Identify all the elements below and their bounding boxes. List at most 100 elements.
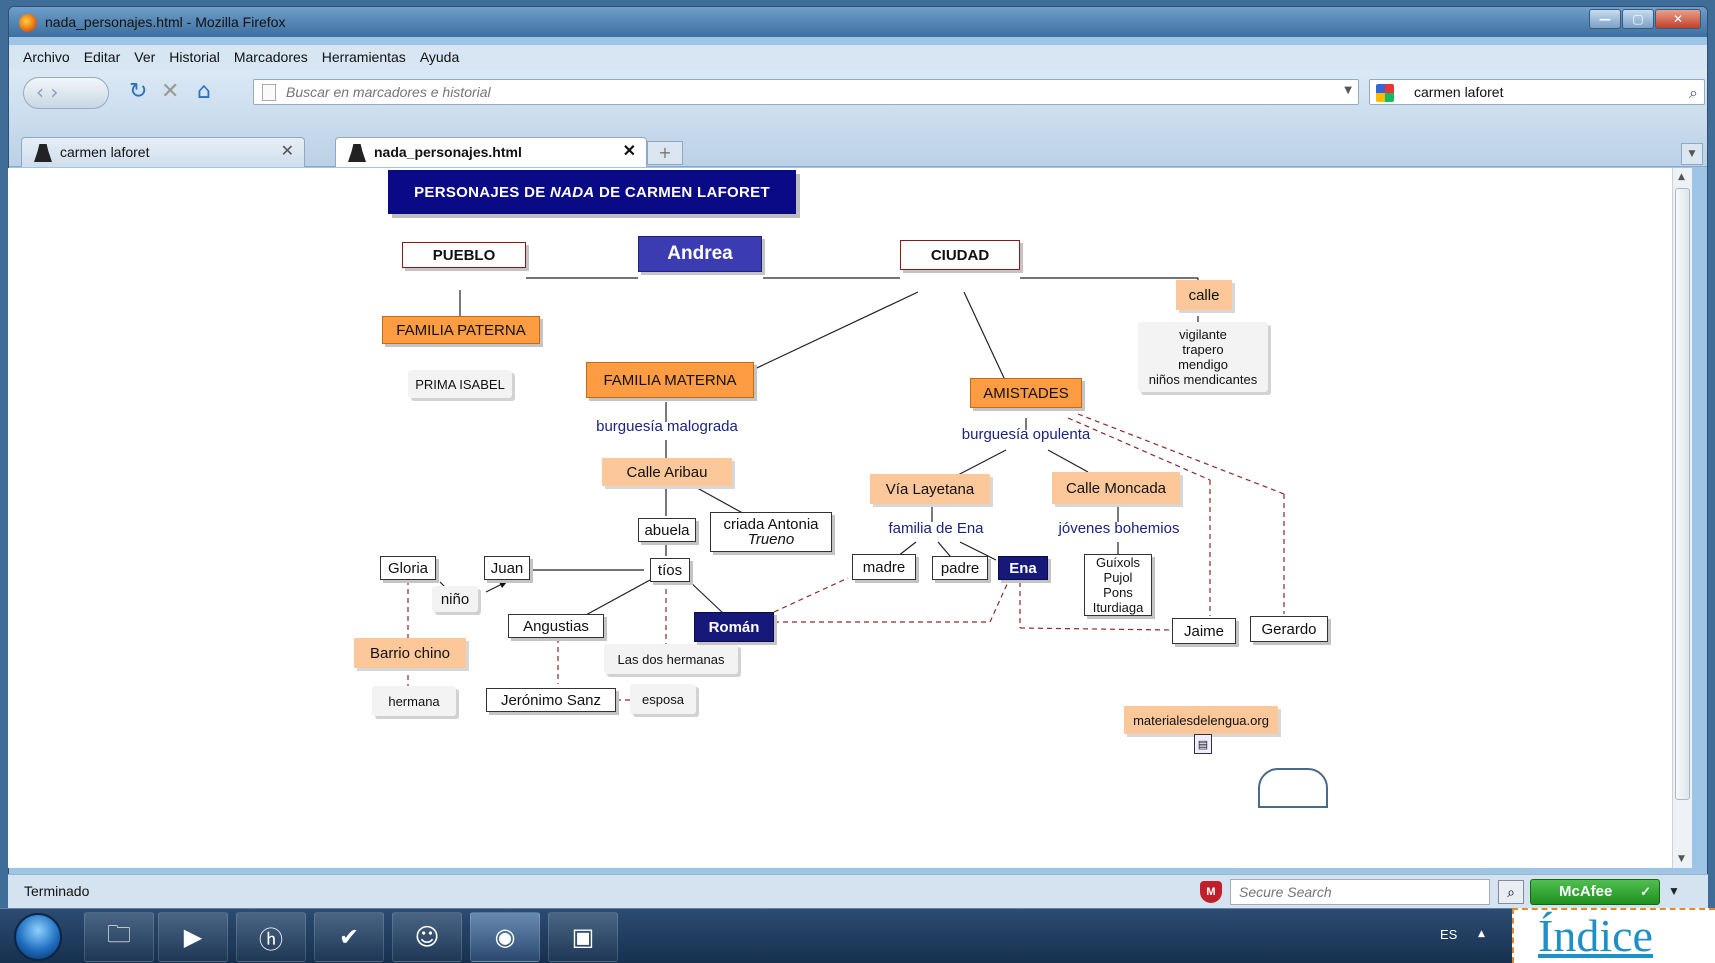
scroll-up-icon[interactable]: ▲ — [1678, 172, 1685, 182]
menu-herramientas[interactable]: Herramientas — [321, 49, 406, 65]
taskbar-hp-icon[interactable]: ⓗ — [236, 912, 306, 962]
node-criada: criada Antonia Trueno — [710, 512, 832, 552]
taskbar-media-player-icon[interactable]: ▶ — [158, 912, 228, 962]
node-familia-materna: FAMILIA MATERNA — [586, 362, 754, 398]
node-barrio-chino: Barrio chino — [354, 638, 466, 668]
url-bar[interactable]: ▼ — [253, 79, 1359, 105]
node-gloria: Gloria — [380, 556, 436, 580]
menu-marcadores[interactable]: Marcadores — [233, 49, 308, 65]
google-icon[interactable] — [1376, 84, 1394, 102]
connector-lines — [407, 277, 1285, 701]
node-calle-aribau: Calle Aribau — [602, 458, 732, 486]
taskbar-powerpoint-icon[interactable]: ▣ — [548, 912, 618, 962]
node-burguesia-opulenta: burguesía opulenta — [961, 425, 1091, 443]
taskbar: 🗀 ▶ ⓗ ✔ ☺ ◉ ▣ ES ▲ — [0, 908, 1715, 963]
reload-icon[interactable]: ↻ — [129, 79, 148, 104]
tab-label: carmen laforet — [60, 144, 150, 160]
tray-language[interactable]: ES — [1440, 927, 1458, 942]
taskbar-users-icon[interactable]: ☺ — [392, 912, 462, 962]
map-title-part2: DE CARMEN LAFORET — [598, 183, 770, 201]
calle-item: niños mendicantes — [1148, 372, 1258, 387]
node-gerardo: Gerardo — [1250, 616, 1328, 642]
menu-historial[interactable]: Historial — [169, 49, 220, 65]
start-button[interactable] — [14, 913, 62, 961]
stop-icon[interactable]: ✕ — [161, 79, 180, 104]
tab-carmen-laforet[interactable]: carmen laforet ✕ — [21, 137, 305, 167]
criada-name: Trueno — [747, 531, 795, 548]
node-madre: madre — [852, 554, 916, 580]
tab-close-icon[interactable]: ✕ — [622, 143, 636, 160]
url-input[interactable] — [254, 80, 1358, 104]
node-via-layetana: Vía Layetana — [870, 474, 990, 504]
taskbar-explorer-icon[interactable]: 🗀 — [84, 912, 154, 962]
calle-item: vigilante — [1179, 327, 1227, 342]
concept-map: PERSONAJES DE NADA DE CARMEN LAFORET And… — [8, 168, 1672, 868]
node-familia-de-ena: familia de Ena — [888, 519, 984, 537]
node-burguesia-malograda: burguesía malograda — [596, 417, 738, 435]
menu-bar: Archivo Editar Ver Historial Marcadores … — [9, 45, 1707, 69]
maximize-button[interactable]: ▢ — [1622, 9, 1654, 29]
node-las-dos-hermanas: Las dos hermanas — [604, 644, 738, 674]
node-pueblo: PUEBLO — [402, 242, 526, 268]
bohemio-item: Guíxols — [1095, 555, 1141, 570]
search-input[interactable] — [1370, 80, 1704, 104]
tab-list-button[interactable]: ▼ — [1681, 143, 1703, 165]
node-nino: niño — [432, 586, 478, 612]
bohemio-item: Pons — [1103, 585, 1133, 600]
node-materiales-link[interactable]: materialesdelengua.org — [1124, 706, 1278, 734]
tab-favicon-icon — [34, 144, 52, 162]
bohemio-item: Iturdiaga — [1092, 600, 1144, 615]
close-button[interactable]: ✕ — [1655, 9, 1701, 29]
node-amistades: AMISTADES — [970, 378, 1082, 408]
scroll-thumb[interactable] — [1675, 188, 1690, 800]
node-familia-paterna: FAMILIA PATERNA — [382, 316, 540, 344]
node-jovenes-bohemios: jóvenes bohemios — [1058, 519, 1180, 537]
node-abuela: abuela — [638, 518, 696, 542]
map-title-part1: PERSONAJES DE — [414, 183, 546, 201]
vertical-scrollbar[interactable]: ▲ ▼ — [1672, 168, 1692, 868]
node-jeronimo-sanz: Jerónimo Sanz — [486, 688, 616, 712]
menu-archivo[interactable]: Archivo — [23, 49, 70, 65]
new-tab-button[interactable]: + — [647, 141, 683, 165]
node-esposa: esposa — [630, 684, 696, 714]
tab-favicon-icon — [348, 144, 366, 162]
node-calle-list: vigilante trapero mendigo niños mendican… — [1138, 322, 1268, 392]
window-title: nada_personajes.html - Mozilla Firefox — [45, 14, 286, 30]
indice-link[interactable]: Índice — [1538, 910, 1653, 961]
tab-label: nada_personajes.html — [374, 144, 522, 160]
tab-nada-personajes[interactable]: nada_personajes.html ✕ — [335, 137, 647, 167]
node-angustias: Angustias — [508, 614, 604, 638]
window-controls: — ▢ ✕ — [1589, 9, 1701, 29]
node-ena: Ena — [998, 556, 1048, 580]
title-bar[interactable]: nada_personajes.html - Mozilla Firefox —… — [9, 7, 1707, 37]
home-icon[interactable]: ⌂ — [197, 79, 211, 104]
tab-close-icon[interactable]: ✕ — [280, 143, 294, 160]
node-ciudad: CIUDAD — [900, 240, 1020, 270]
map-corner-logo-icon — [1258, 768, 1328, 808]
node-andrea: Andrea — [638, 236, 762, 272]
scroll-down-icon[interactable]: ▼ — [1678, 854, 1685, 864]
calle-item: mendigo — [1178, 357, 1228, 372]
search-icon[interactable]: ⌕ — [1689, 83, 1698, 102]
search-bar[interactable]: ⌕ — [1369, 79, 1705, 105]
node-juan: Juan — [484, 556, 530, 580]
back-forward-button[interactable]: ‹ › — [23, 77, 109, 109]
node-padre: padre — [932, 556, 988, 580]
tab-bar: carmen laforet ✕ nada_personajes.html ✕ … — [9, 131, 1707, 167]
node-bohemios-list: Guíxols Pujol Pons Iturdiaga — [1084, 554, 1152, 616]
node-calle: calle — [1176, 280, 1232, 310]
menu-ver[interactable]: Ver — [134, 49, 156, 65]
map-title: PERSONAJES DE NADA DE CARMEN LAFORET — [388, 170, 796, 214]
url-dropdown-icon[interactable]: ▼ — [1344, 85, 1352, 96]
bohemio-item: Pujol — [1103, 570, 1133, 585]
node-roman: Román — [694, 612, 774, 642]
taskbar-firefox-icon[interactable]: ◉ — [470, 912, 540, 962]
link-document-icon[interactable]: ▤ — [1194, 734, 1212, 754]
minimize-button[interactable]: — — [1589, 9, 1621, 29]
indice-overlay[interactable]: Índice — [1512, 908, 1715, 963]
taskbar-check-icon[interactable]: ✔ — [314, 912, 384, 962]
tray-expand-icon[interactable]: ▲ — [1478, 929, 1485, 939]
map-title-nada: NADA — [549, 183, 595, 201]
menu-ayuda[interactable]: Ayuda — [419, 49, 460, 65]
menu-editar[interactable]: Editar — [83, 49, 121, 65]
